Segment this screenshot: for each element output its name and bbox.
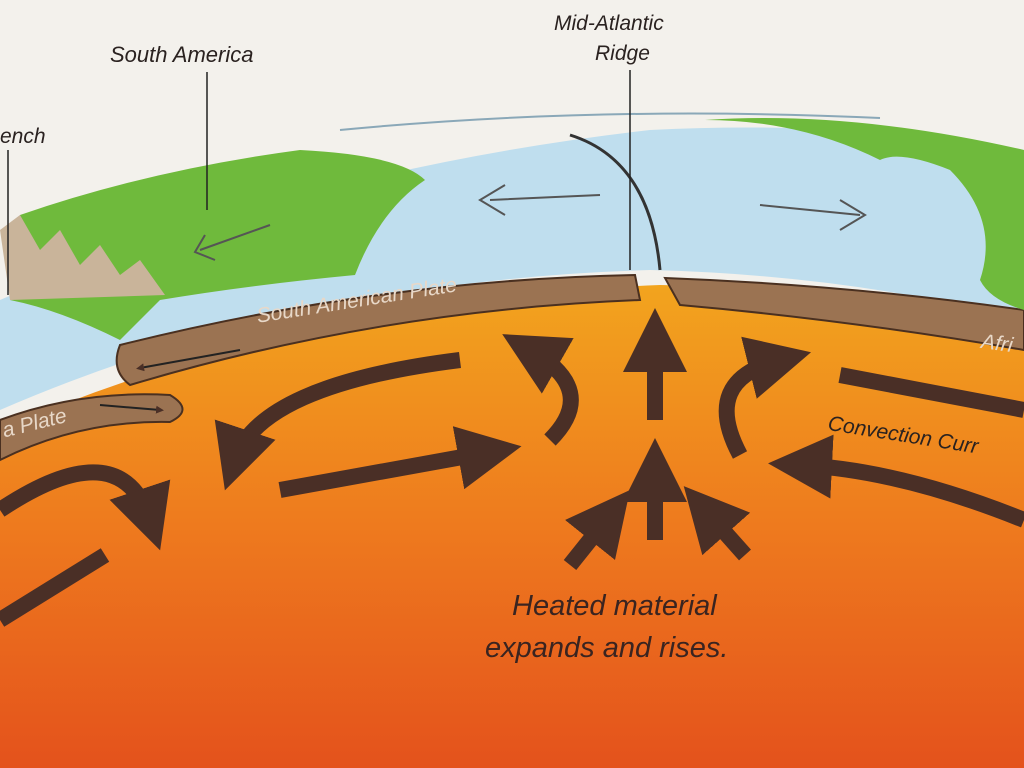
convection-arrow xyxy=(0,548,110,627)
convection-arrow xyxy=(214,352,461,491)
mantle xyxy=(0,285,1024,768)
convection-arrow xyxy=(768,434,1024,528)
africa-land xyxy=(705,118,1024,310)
label-heated-line2: expands and rises. xyxy=(485,632,729,664)
label-trench: ench xyxy=(0,125,46,148)
ocean xyxy=(0,127,1024,410)
ridge-line xyxy=(569,133,662,271)
convection-arrow xyxy=(278,426,522,498)
convection-arrow xyxy=(718,336,812,459)
arrow-left-ocean xyxy=(478,184,601,216)
label-ridge: Ridge xyxy=(595,42,650,65)
convection-arrow xyxy=(563,490,630,570)
label-south-america: South America xyxy=(110,42,254,67)
label-heated-line1: Heated material xyxy=(512,590,717,622)
south-american-plate xyxy=(115,273,642,387)
convection-arrow xyxy=(502,334,579,446)
arrow-right-ocean xyxy=(759,199,867,231)
african-plate xyxy=(663,276,1024,352)
convection-arrow xyxy=(838,367,1024,418)
convection-arrow xyxy=(0,464,171,551)
convection-arrow xyxy=(683,486,751,561)
andes-mountains xyxy=(0,215,165,300)
arrow-left-land xyxy=(193,224,271,261)
label-african-plate: Afri xyxy=(979,330,1015,358)
nazca-plate xyxy=(0,393,184,462)
label-mid-atlantic: Mid-Atlantic xyxy=(554,12,664,35)
